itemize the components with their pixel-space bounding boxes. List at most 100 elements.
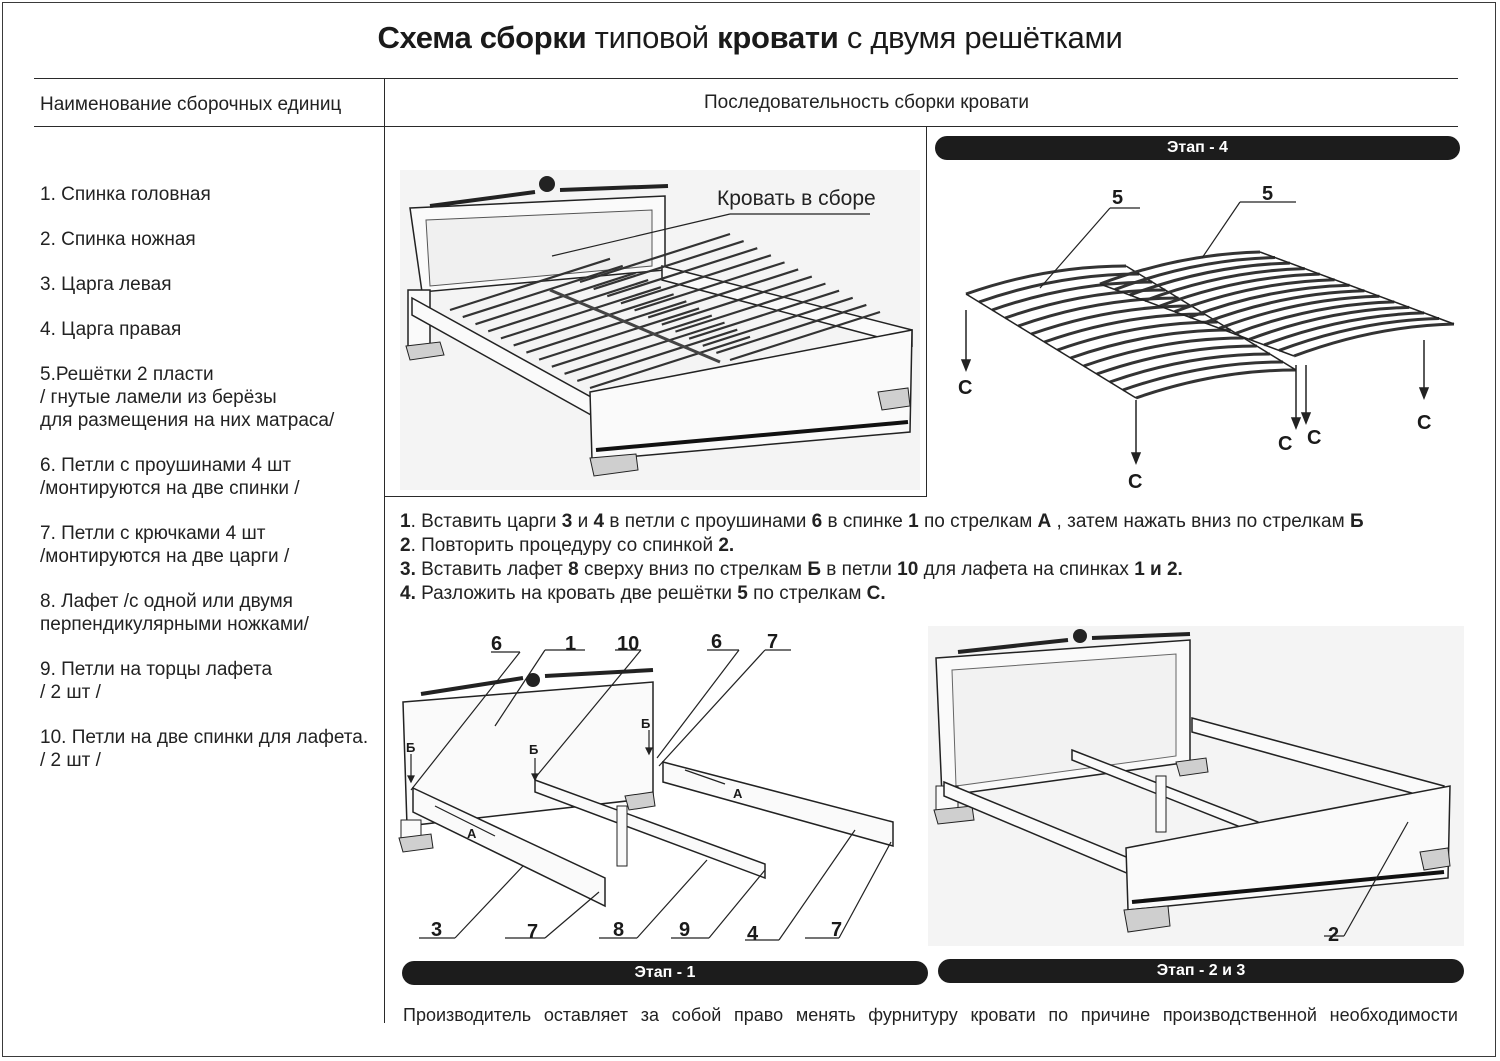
stage1-label: 6 (711, 631, 722, 653)
slat (620, 254, 772, 305)
slat (1144, 267, 1305, 303)
stage-2-3-illustration: 2 (928, 626, 1464, 946)
slat (564, 321, 725, 375)
stage-4-bar: Этап - 4 (935, 136, 1460, 160)
title-part-1: Схема сборки (377, 20, 587, 55)
slat (1218, 294, 1380, 330)
part-item: 2. Спинка ножная (40, 229, 196, 250)
slat (513, 293, 674, 347)
part-item: 6. Петли с проушинами 4 шт /монтируются … (40, 455, 300, 499)
assembled-bed-slats (449, 232, 881, 390)
slat (1004, 288, 1166, 320)
part-item: 3. Царга левая (40, 274, 172, 295)
slat (1135, 368, 1297, 400)
slat (1248, 305, 1410, 341)
column-header-parts: Наименование сборочных единиц (40, 94, 342, 115)
stage1-label: 10 (617, 633, 639, 655)
header-bottom-rule (34, 126, 1458, 127)
column-divider (384, 78, 385, 1023)
slat (1030, 304, 1192, 336)
slat-grids (965, 250, 1455, 400)
stage-2-3-bar: Этап - 2 и 3 (938, 959, 1464, 983)
slat (1278, 316, 1440, 352)
slat (526, 300, 687, 354)
slat (1099, 250, 1261, 286)
part-item: 10. Петли на две спинки для лафета. / 2 … (40, 727, 369, 771)
slat (576, 328, 738, 382)
stage4-label-c: С (1128, 471, 1142, 493)
slat (487, 279, 649, 333)
slat (1017, 296, 1179, 328)
slat (1174, 278, 1335, 314)
step-3: 3. Вставить лафет 8 сверху вниз по стрел… (400, 559, 1183, 580)
slat (538, 307, 700, 361)
parts-list: 1. Спинка головная 2. Спинка ножная 3. Ц… (40, 183, 380, 794)
slat (606, 247, 758, 298)
footer-note: Производитель оставляет за собой право м… (403, 1005, 1458, 1025)
stage1-label: 3 (431, 919, 442, 941)
grid-rail (1259, 251, 1455, 325)
slat (593, 240, 744, 291)
grid-rail (1125, 265, 1297, 371)
slat (475, 271, 636, 326)
slat (675, 282, 826, 333)
arrow-a-label: А (467, 826, 477, 841)
assembled-bed-label: Кровать в сборе (717, 187, 876, 210)
slat (1043, 312, 1205, 344)
slat (1070, 328, 1231, 360)
part-item: 8. Лафет /с одной или двумя перпендикуля… (40, 591, 309, 635)
step-1: 1. Вставить царги 3 и 4 в петли с проуши… (400, 511, 1364, 532)
slat (965, 264, 1127, 296)
part-item: 1. Спинка головная (40, 184, 211, 205)
arrow-b-label: Б (406, 740, 415, 755)
slat (449, 257, 611, 312)
stage-4-slats-illustration: 5 5 С С С С С (958, 183, 1455, 493)
arrow-b-label: Б (641, 716, 650, 731)
title-part-4: с двумя решётками (846, 20, 1123, 55)
slat (1096, 344, 1257, 376)
slat (729, 310, 881, 362)
stage4-label-c: С (1417, 412, 1431, 434)
slat (589, 335, 751, 390)
slat (462, 264, 624, 319)
slat (978, 272, 1140, 304)
slat (647, 268, 799, 319)
assembly-steps: 1. Вставить царги 3 и 4 в петли с проуши… (400, 510, 1364, 606)
slat (1109, 352, 1270, 384)
stage4-label-5a: 5 (1112, 187, 1123, 209)
stage1-label: 1 (565, 633, 576, 655)
stage1-label: 7 (831, 919, 842, 941)
page-title: Схема сборки типовой кровати с двумя реш… (0, 20, 1500, 56)
stage-1-illustration: 6 1 10 6 7 3 7 8 9 4 7 А А Б Б Б (398, 631, 894, 945)
slat (1122, 360, 1283, 392)
grid-rail (1099, 283, 1295, 357)
grid-rail (965, 293, 1137, 399)
stage1-label: 9 (679, 919, 690, 941)
stage4-label-5b: 5 (1262, 183, 1273, 205)
arrow-b-label: Б (529, 742, 538, 757)
header-top-rule (34, 78, 1458, 79)
assembled-panel-bottom-rule (384, 496, 927, 497)
slat (1263, 311, 1425, 347)
slat (1233, 300, 1395, 336)
stage4-label-c: С (1307, 427, 1321, 449)
title-part-3: кровати (717, 20, 839, 55)
stage1-label: 7 (527, 921, 538, 943)
slat (1189, 283, 1350, 319)
stage1-label: 6 (491, 633, 502, 655)
stage4-label-c: С (958, 377, 972, 399)
stage1-label: 8 (613, 919, 624, 941)
slat (1203, 289, 1365, 325)
slat (579, 232, 731, 284)
slat (702, 296, 854, 347)
stage1-label: 4 (747, 923, 759, 945)
step-2: 2. Повторить процедуру со спинкой 2. (400, 535, 735, 556)
step-4: 4. Разложить на кровать две решётки 5 по… (400, 583, 886, 604)
slat (1083, 336, 1244, 368)
column-header-sequence: Последовательность сборки кровати (704, 92, 1030, 113)
part-item: 4. Царга правая (40, 319, 182, 340)
stage23-label-2: 2 (1328, 924, 1339, 946)
part-item: 7. Петли с крючками 4 шт /монтируются на… (40, 523, 290, 567)
slat (1129, 261, 1290, 297)
